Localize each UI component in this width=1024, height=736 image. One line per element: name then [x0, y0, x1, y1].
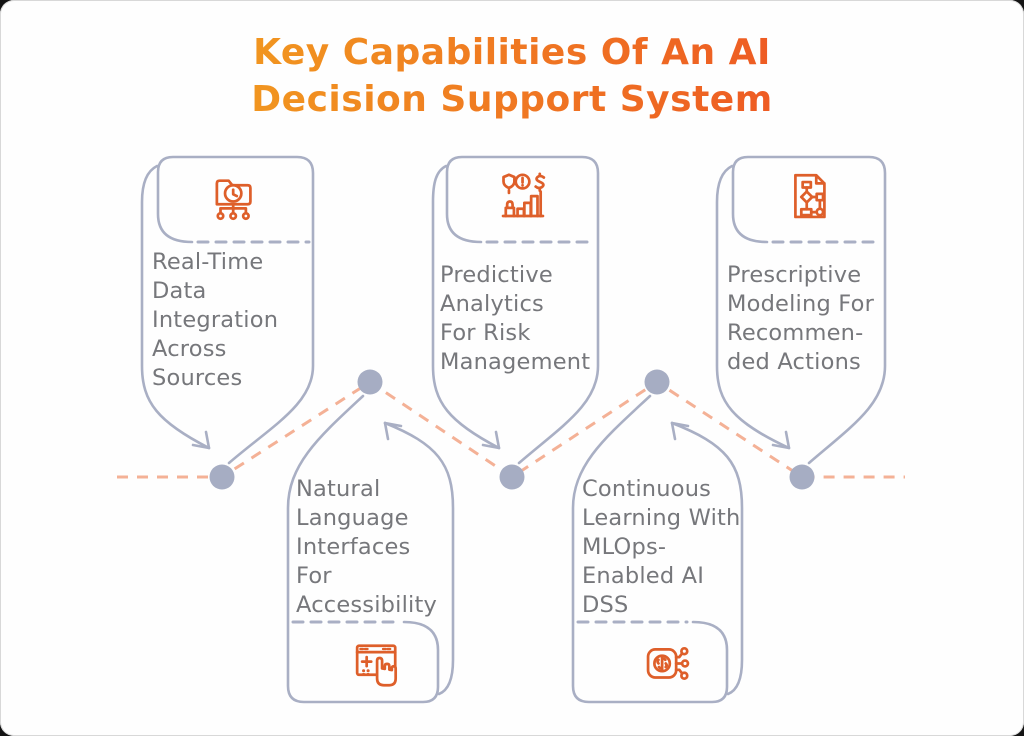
card-icons	[215, 172, 826, 687]
arrow-down-icon	[191, 430, 211, 450]
capability-label-2: Predictive Analytics For Risk Management	[440, 262, 591, 375]
card-outline-1	[140, 155, 315, 465]
risk-analytics-icon	[501, 172, 546, 218]
capability-label-3: Prescriptive Modeling For Recommen- ded …	[727, 262, 875, 375]
card-outline-4	[286, 394, 455, 704]
timeline-node	[209, 464, 235, 490]
zigzag-connector	[117, 380, 905, 479]
folder-network-clock-icon	[215, 179, 252, 221]
flowchart-document-icon	[794, 173, 826, 219]
arrow-down-icon	[771, 430, 791, 450]
timeline-node	[789, 464, 815, 490]
card-outlines	[140, 155, 887, 704]
arrow-up-icon	[383, 421, 403, 441]
capability-label-1: Real-Time Data Integration Across Source…	[152, 249, 279, 391]
timeline-node	[357, 369, 383, 395]
hand-interface-icon	[355, 644, 398, 687]
timeline-node	[644, 369, 670, 395]
capability-label-5: Continuous Learning With MLOps- Enabled …	[582, 476, 741, 618]
page-title: Key Capabilities Of An AI Decision Suppo…	[0, 30, 1024, 124]
timeline-node	[499, 464, 525, 490]
card-outline-2	[431, 155, 600, 465]
ai-brain-icon	[646, 646, 690, 680]
timeline-nodes	[209, 369, 815, 490]
card-outline-3	[715, 155, 887, 465]
capability-label-4: Natural Language Interfaces For Accessib…	[296, 476, 438, 618]
arrow-up-icon	[670, 421, 690, 441]
arrow-down-icon	[481, 430, 501, 450]
card-outline-5	[571, 394, 744, 704]
